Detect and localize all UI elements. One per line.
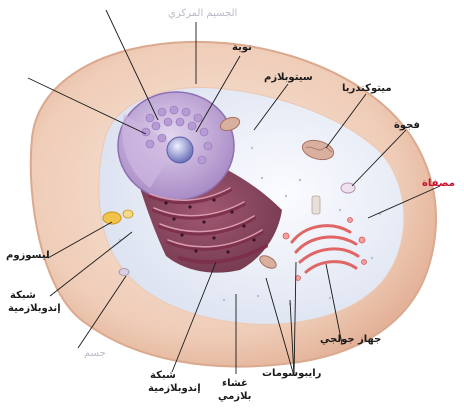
label-nucleolus: نوية [232,42,252,54]
label-rough-er-line2: إندوبلازمية [148,383,201,395]
label-membrane-line1: غشاء [222,378,248,390]
label-membrane-line2: بلازمي [218,391,251,403]
label-ribosomes: رايبوسومات [262,368,321,380]
label-smooth-er-line1: شبكة [10,290,36,302]
nucleolus [167,137,193,163]
label-mitochondria: ميتوكندريا [342,83,392,95]
label-lysosome: ليسوزوم [6,250,50,262]
label-smooth-er-line2: إندوبلازمية [8,303,61,315]
label-vacuole: فجوة [394,120,420,132]
label-cytoplasm: سيتوبلازم [264,72,313,84]
label-inclusion-body: جسم [84,348,106,360]
label-golgi: جهاز جولجي [320,334,381,346]
label-centrosome: الجسيم المركزي [168,8,237,20]
label-sieve: مصفاة [422,178,455,190]
centriole [312,196,320,214]
label-rough-er-line1: شبكة [150,370,176,382]
